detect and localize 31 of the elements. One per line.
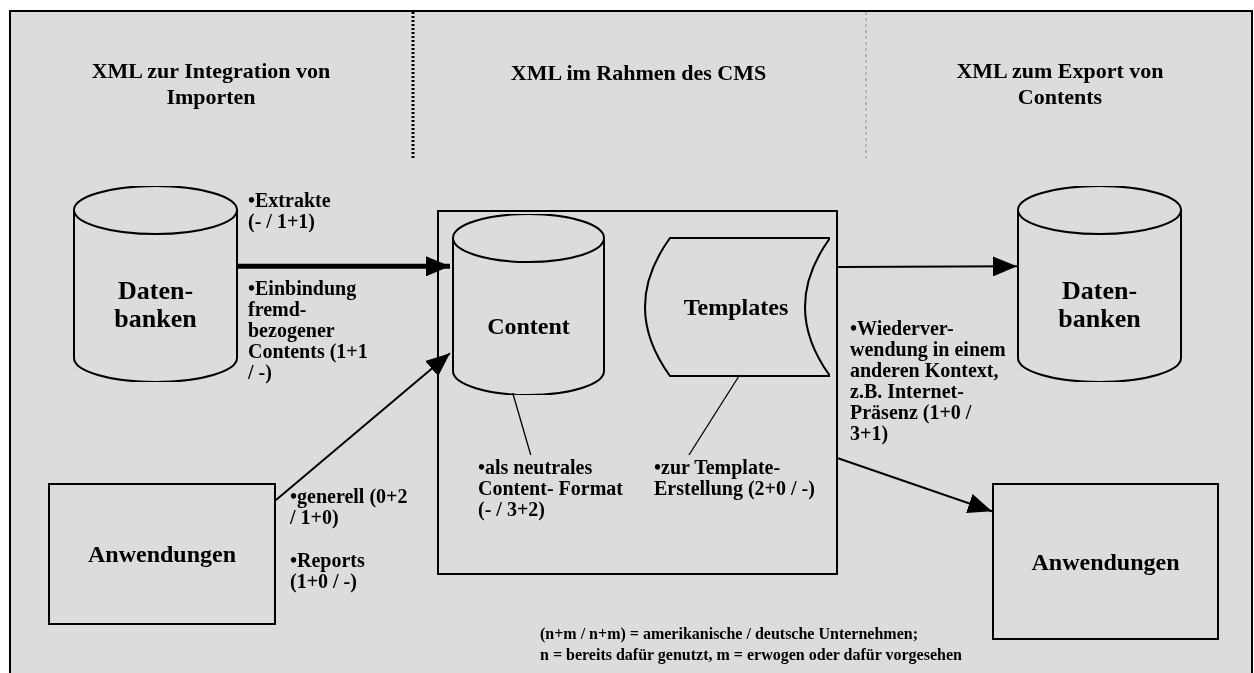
column-heading: XML zur Integration von Importen xyxy=(90,58,332,110)
annotation-text: •Wiederver- wendung in einem anderen Kontext, z.B. Internet-Präsenz (1+0 / 3+1) xyxy=(850,318,1007,444)
annotation-text: •Einbindung fremd- bezogener Contents (1+1 / -) xyxy=(248,278,369,383)
annotation-text: •Reports (1+0 / -) xyxy=(290,550,366,592)
node-label: Anwendungen xyxy=(87,540,237,568)
node-label: Daten- banken xyxy=(113,277,198,333)
process-box xyxy=(437,210,838,575)
arrow xyxy=(837,256,1018,277)
leader-line xyxy=(512,392,532,456)
database-cylinder xyxy=(1017,186,1182,382)
callout-text: •zur Template- Erstellung (2+0 / -) xyxy=(654,457,830,537)
footnote: n = bereits dafür genutzt, m = erwogen oder dafür vorgesehen xyxy=(540,645,962,665)
node-label: Daten- banken xyxy=(1057,277,1142,333)
annotation-text: •Extrakte (- / 1+1) xyxy=(248,190,332,232)
arrow xyxy=(275,352,451,502)
column-heading: XML im Rahmen des CMS xyxy=(509,60,768,86)
arrow xyxy=(837,457,993,513)
annotation-text: •generell (0+2 / 1+0) xyxy=(290,486,408,528)
footnote: (n+m / n+m) = amerikanische / deutsche Unternehmen; xyxy=(540,624,918,644)
database-cylinder xyxy=(452,214,605,395)
node-label: Templates xyxy=(683,293,789,321)
column-heading: XML zum Export von Contents xyxy=(955,58,1165,110)
process-box xyxy=(992,483,1219,640)
node-label: Content xyxy=(487,311,570,340)
process-box xyxy=(48,483,276,625)
node-label: Anwendungen xyxy=(1031,547,1180,576)
document-shape xyxy=(642,237,830,377)
callout-text: •als neutrales Content- Format (- / 3+2) xyxy=(478,457,624,569)
database-cylinder xyxy=(73,186,238,382)
leader-line xyxy=(688,374,741,456)
arrow xyxy=(238,256,450,277)
